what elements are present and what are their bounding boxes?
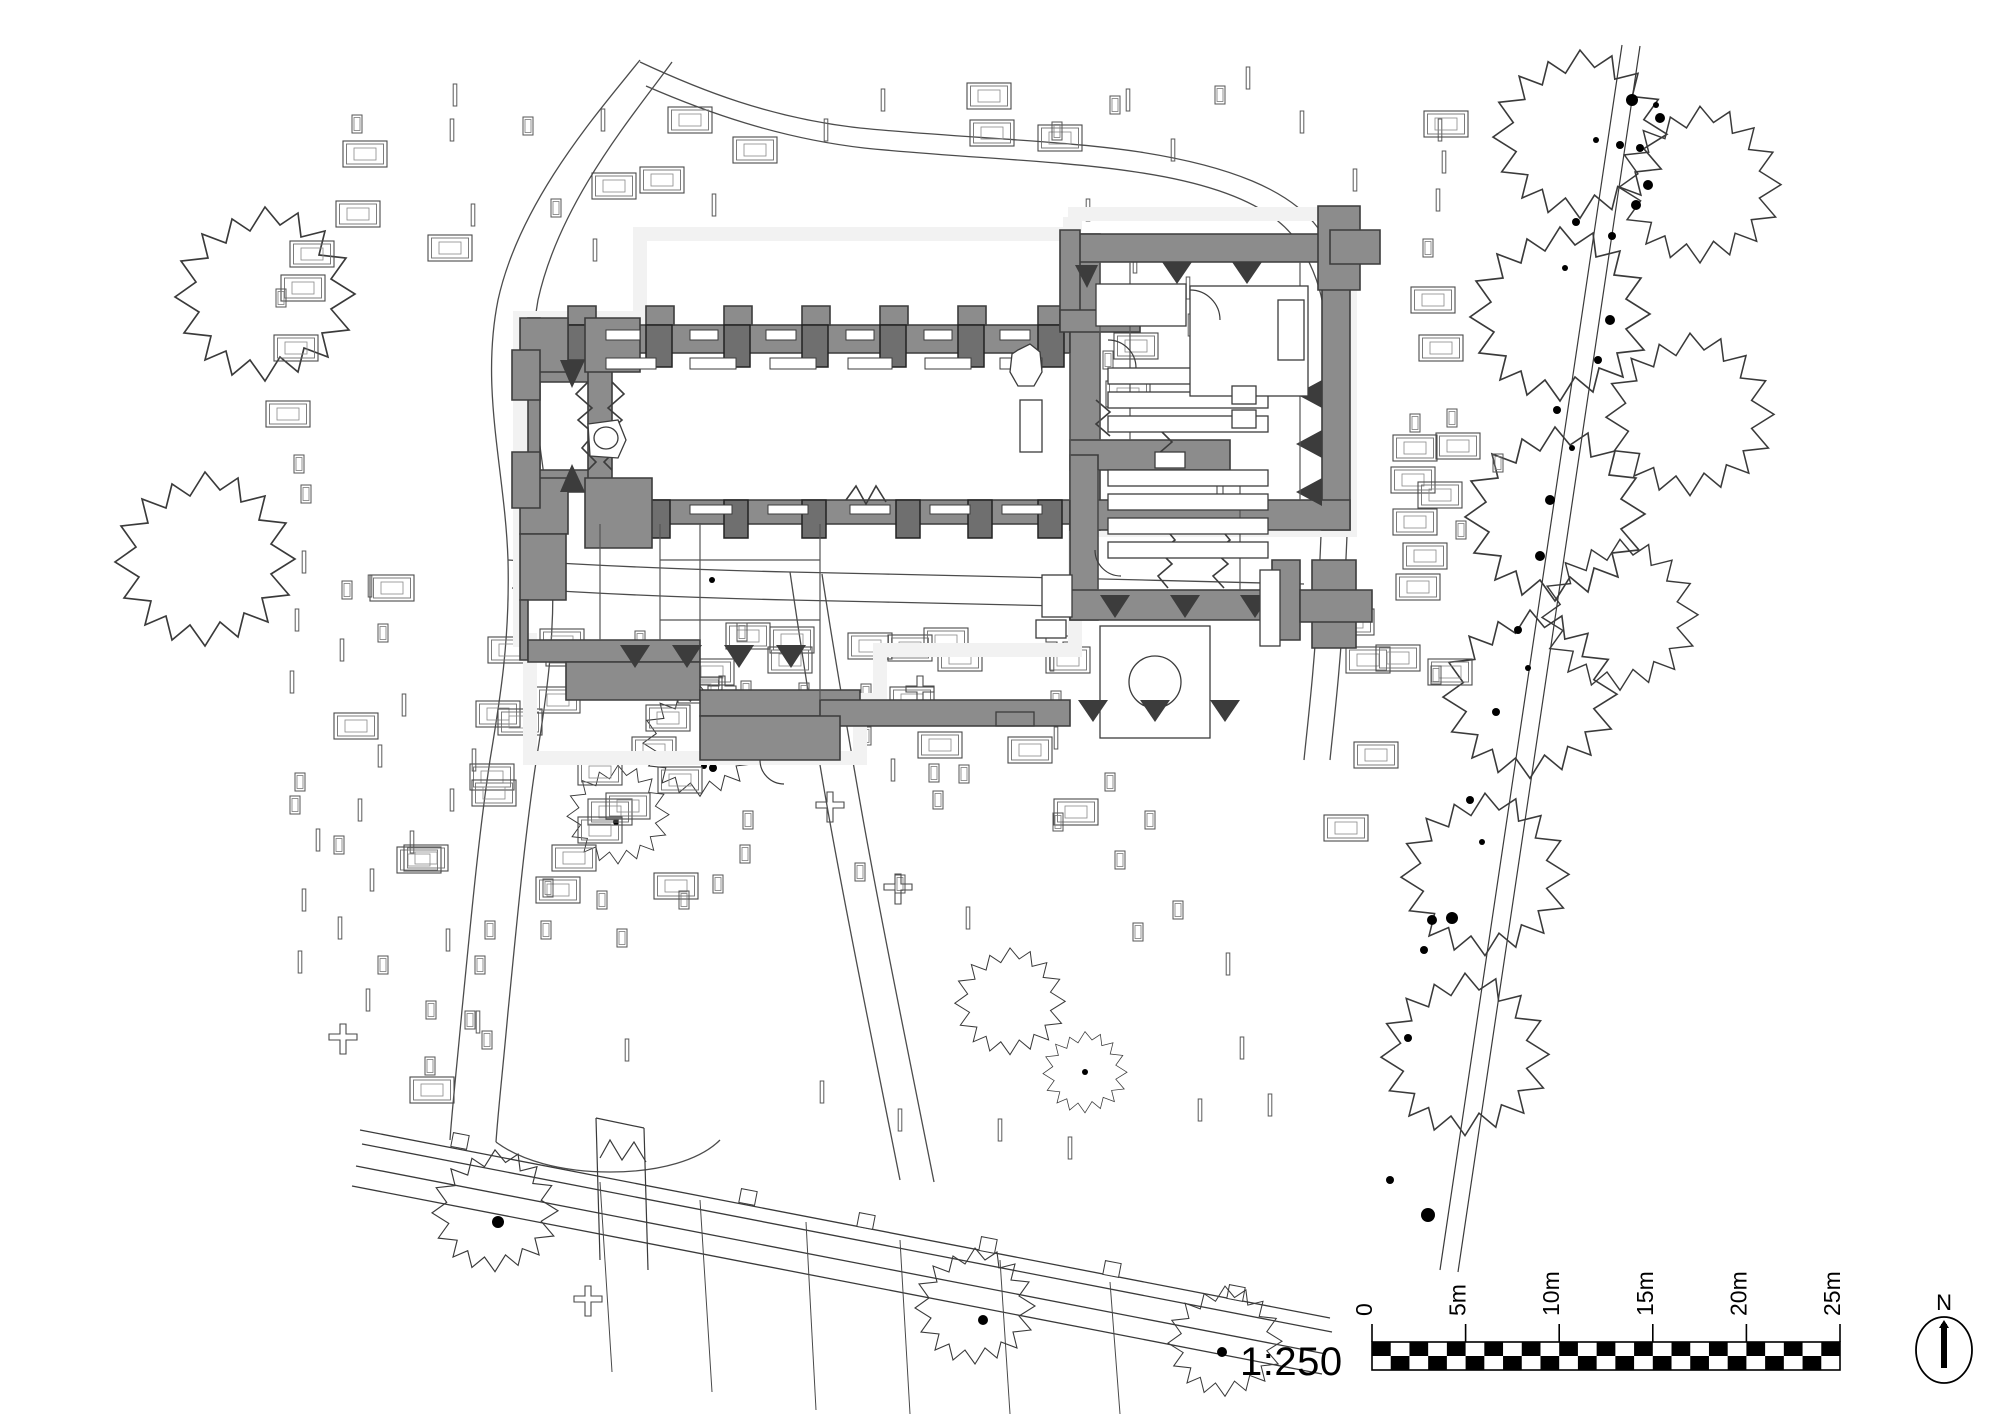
scale-bar: 0 5m 10m 15m 20m 25m (1351, 1271, 1845, 1371)
north-arrow-label: N (1936, 1290, 1952, 1315)
scale-bar-ticks (1371, 1324, 1841, 1342)
north-arrow-needle (1941, 1324, 1947, 1368)
scale-tick-label-15: 15m (1632, 1271, 1658, 1316)
churchyard-structure (995, 625, 1211, 739)
boundary-wall (351, 1117, 1333, 1414)
tree-trunk-marker (492, 94, 1665, 1357)
door-swing (759, 289, 1221, 785)
scale-ratio-label: 1:250 (1240, 1340, 1343, 1384)
north-arrow: N (1915, 1290, 1973, 1384)
tree-avenue-path (1439, 44, 1641, 1273)
scale-tick-label-10: 10m (1538, 1271, 1564, 1316)
scale-tick-label-25: 25m (1819, 1271, 1845, 1316)
internal-fittings (587, 299, 1305, 647)
north-arrow-head (1939, 1320, 1949, 1328)
scale-bar-segments (1372, 1342, 1840, 1370)
scale-tick-label-20: 20m (1725, 1271, 1751, 1316)
scale-tick-label-5: 5m (1445, 1284, 1471, 1316)
churchyard-path (449, 59, 1353, 1183)
scale-tick-label-0: 0 (1351, 1303, 1377, 1316)
